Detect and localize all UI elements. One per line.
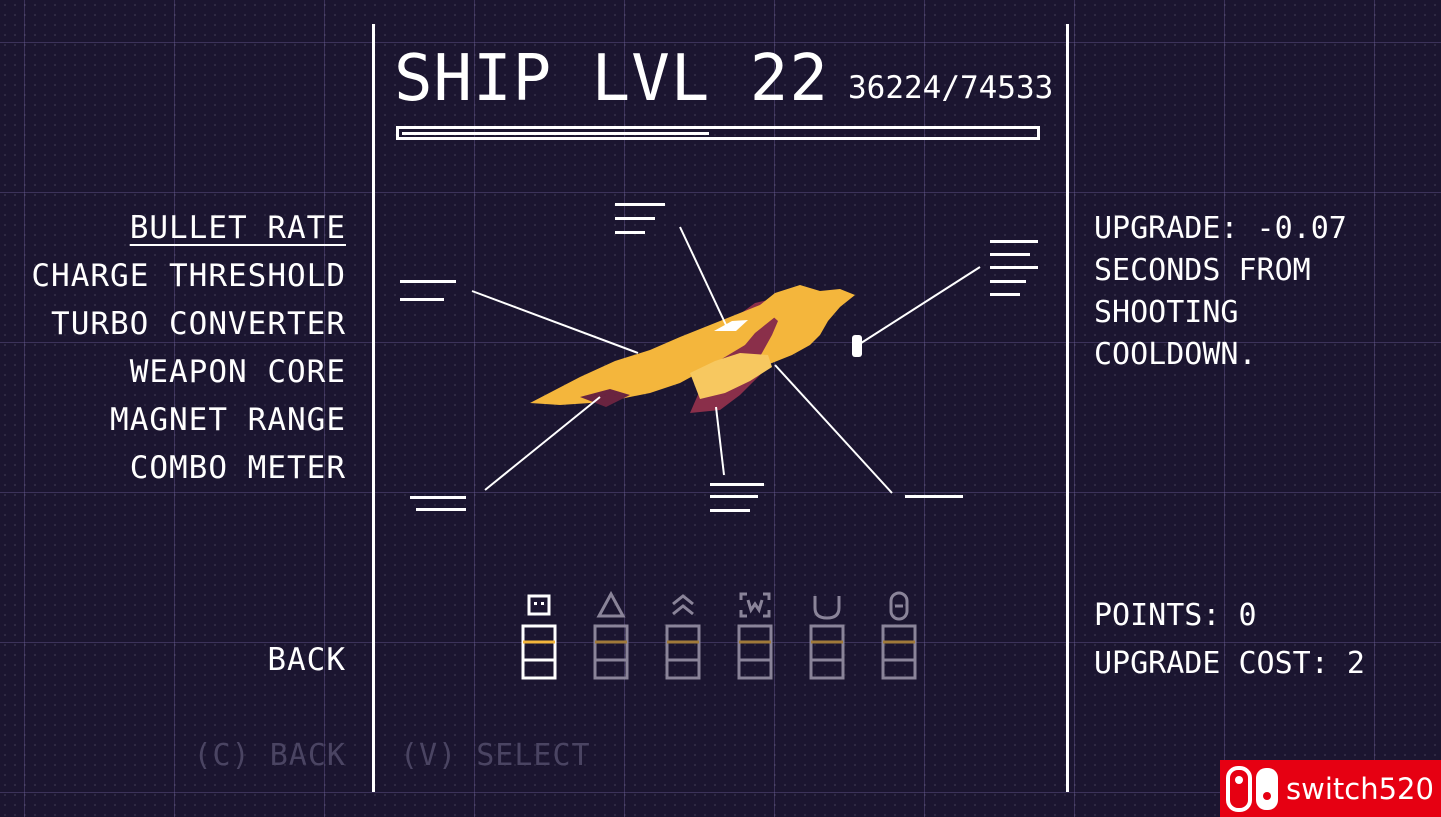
menu-item-charge-threshold[interactable]: CHARGE THRESHOLD (31, 258, 346, 294)
ship-level-title: SHIP LVL 22 (394, 42, 829, 116)
description-line: SECONDS FROM (1094, 253, 1311, 288)
points-panel: POINTS: 0 UPGRADE COST: 2 (1094, 592, 1365, 688)
callout-glyphs (400, 203, 1038, 512)
magnet-icon[interactable] (807, 590, 847, 682)
right-divider (1066, 24, 1069, 792)
ship-diagram (400, 203, 1038, 512)
upgrade-cost-value: UPGRADE COST: 2 (1094, 646, 1365, 681)
description-line: COOLDOWN. (1094, 337, 1257, 372)
hint-back: (C) BACK (193, 738, 346, 773)
menu-item-combo-meter[interactable]: COMBO METER (129, 450, 346, 486)
hint-select: (V) SELECT (400, 738, 591, 773)
xp-progress-fill (402, 132, 709, 135)
capsule-icon[interactable] (879, 590, 919, 682)
w-bracket-icon[interactable] (735, 590, 775, 682)
menu-item-bullet-rate[interactable]: BULLET RATE (129, 210, 346, 246)
chevrons-icon[interactable] (663, 590, 703, 682)
xp-progress-bar (396, 126, 1040, 140)
upgrade-description: UPGRADE: -0.07 SECONDS FROM SHOOTING COO… (1094, 208, 1347, 376)
menu-item-magnet-range[interactable]: MAGNET RANGE (110, 402, 346, 438)
description-line: SHOOTING (1094, 295, 1239, 330)
back-button[interactable]: BACK (267, 642, 346, 678)
triangle-icon[interactable] (591, 590, 631, 682)
watermark: switch520 (1220, 760, 1441, 817)
description-line: UPGRADE: -0.07 (1094, 211, 1347, 246)
callout-lines (471, 226, 981, 494)
watermark-text: switch520 (1286, 771, 1434, 806)
smiley-icon[interactable] (519, 590, 559, 682)
menu-item-turbo-converter[interactable]: TURBO CONVERTER (51, 306, 346, 342)
menu-item-weapon-core[interactable]: WEAPON CORE (129, 354, 346, 390)
points-value: POINTS: 0 (1094, 598, 1257, 633)
xp-counter: 36224/74533 (848, 70, 1054, 106)
switch-logo-icon (1226, 765, 1278, 812)
ship-sprite (530, 285, 862, 413)
left-divider (372, 24, 375, 792)
